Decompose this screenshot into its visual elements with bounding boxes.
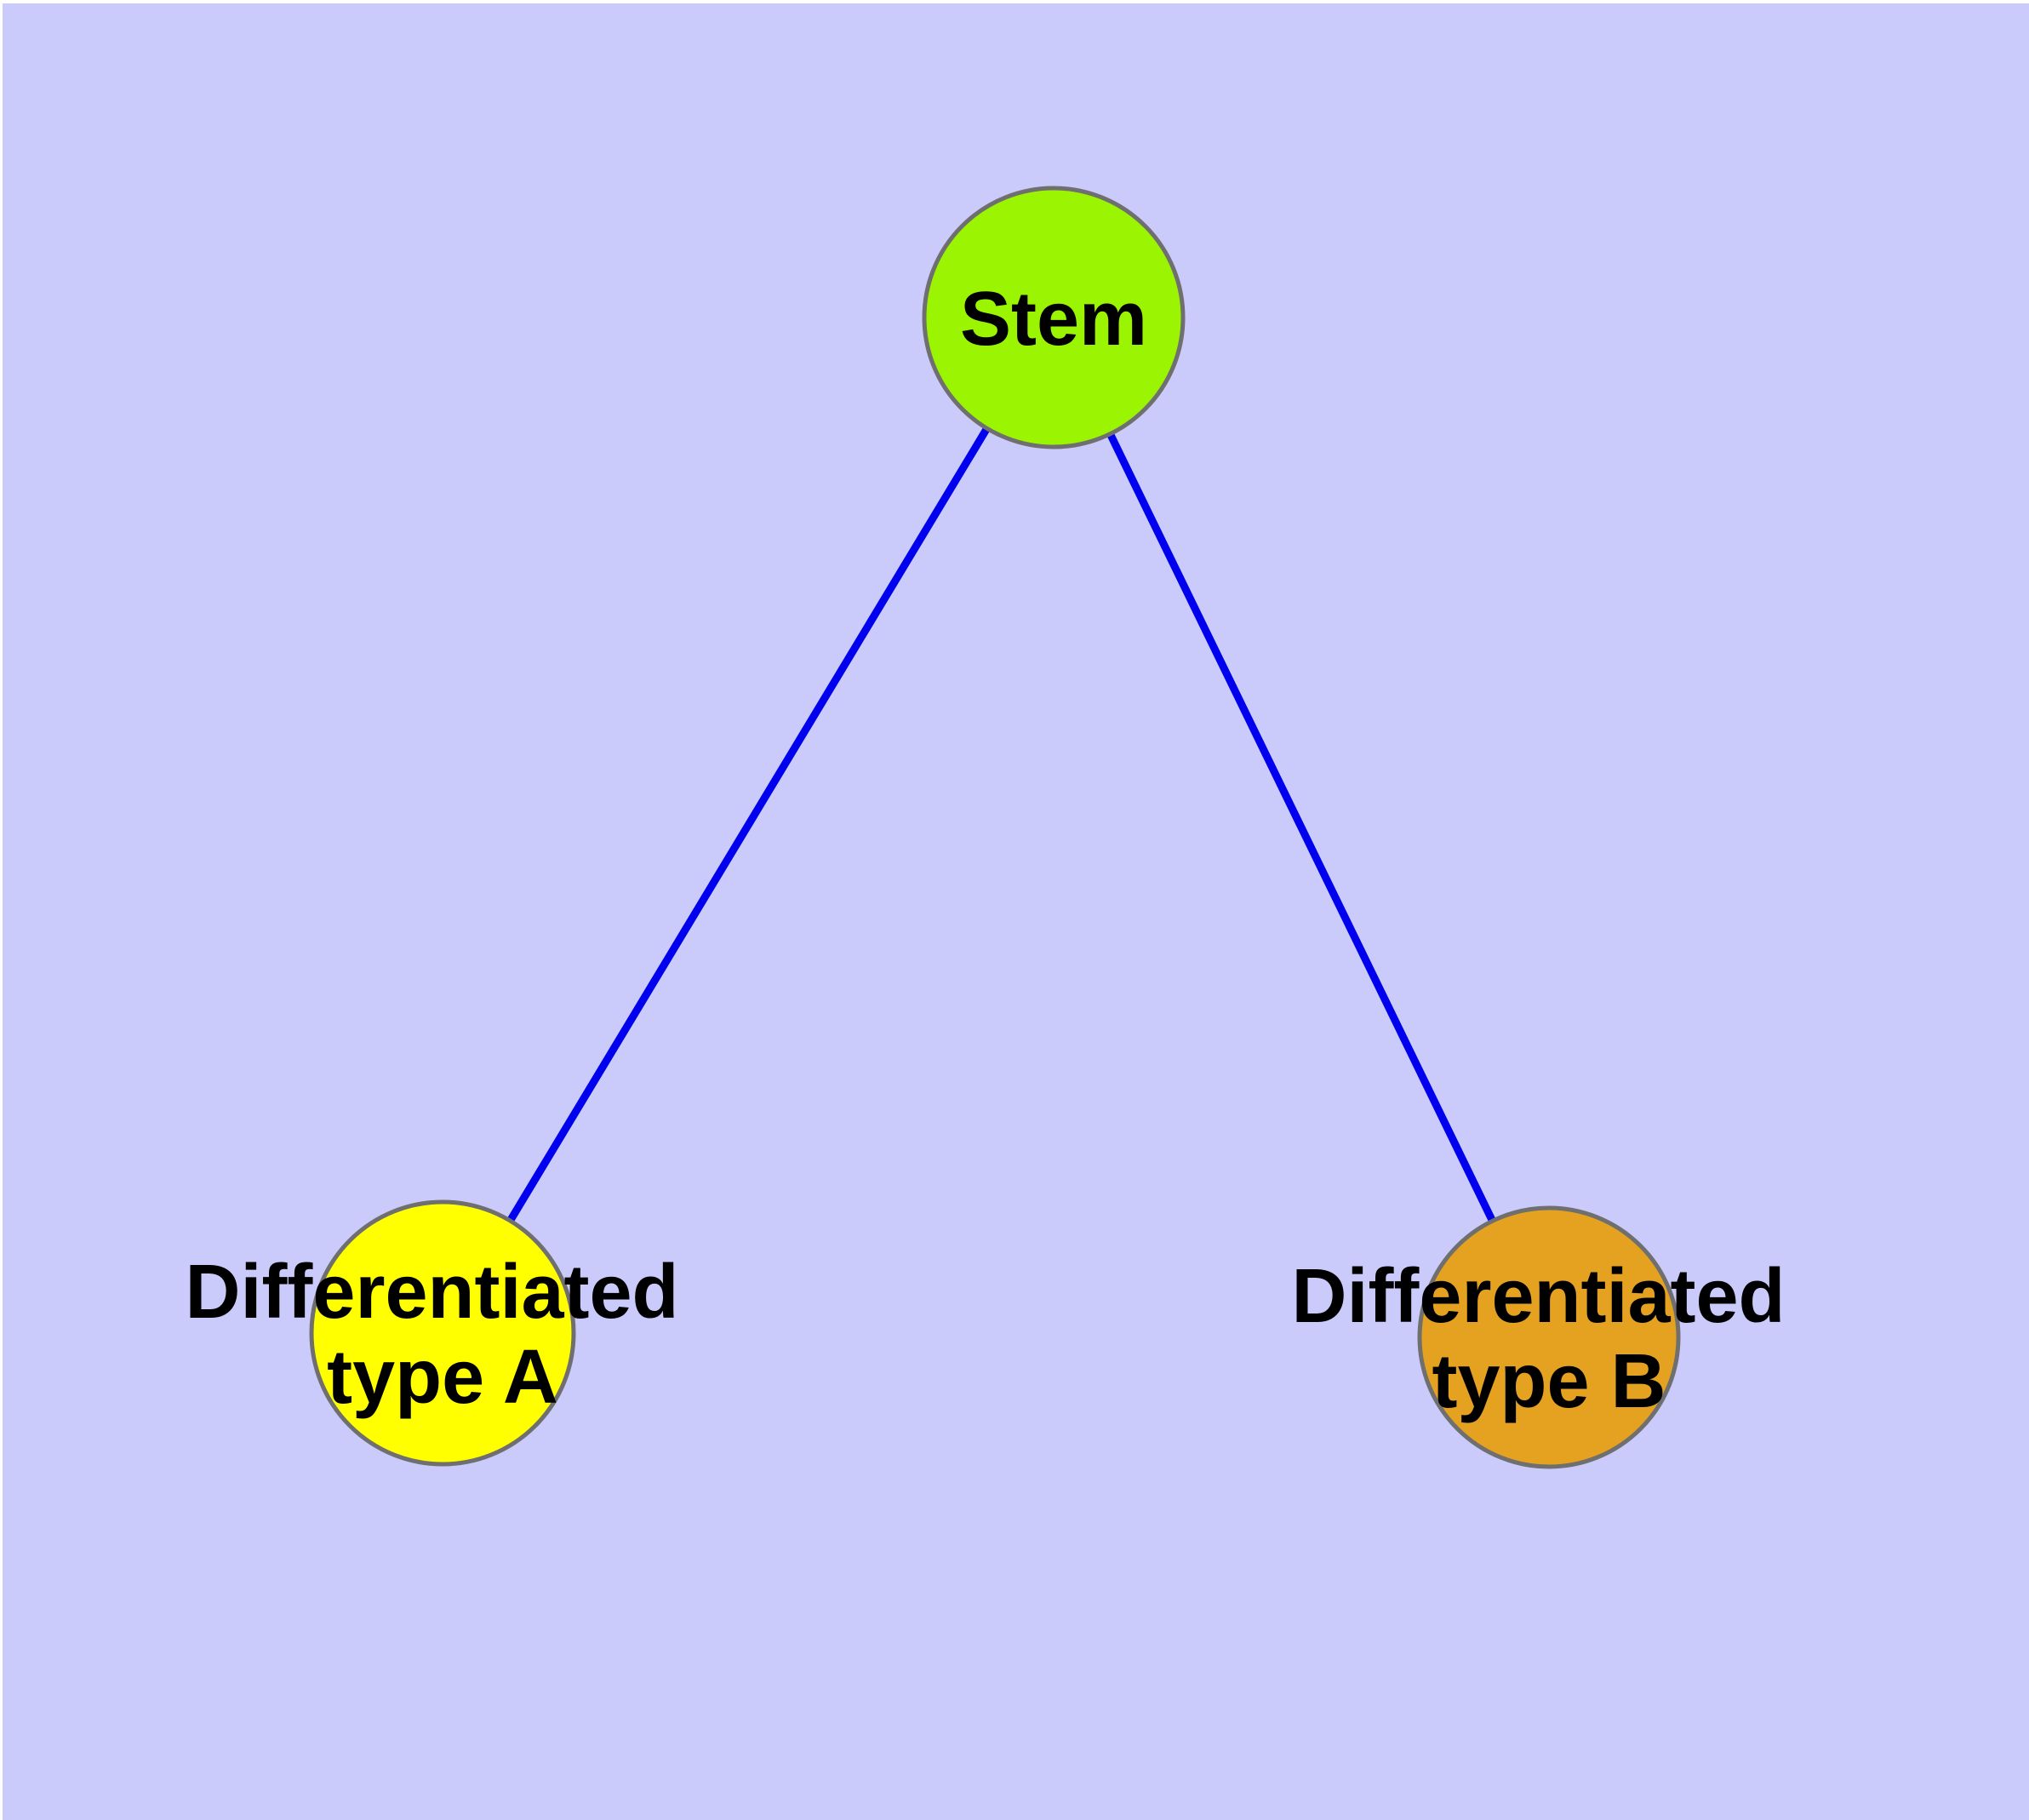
node-stem-label-line: Stem bbox=[960, 277, 1147, 362]
node-differentiated-type-b-label-line2: type B bbox=[1432, 1339, 1666, 1424]
node-stem: Stem bbox=[922, 186, 1186, 449]
node-differentiated-type-a-circle bbox=[309, 1199, 576, 1467]
edge-stem-to-type-a bbox=[439, 315, 1057, 1336]
node-differentiated-type-b: Differentiated type B bbox=[1291, 1205, 1806, 1469]
node-differentiated-type-a: Differentiated type A bbox=[185, 1199, 700, 1467]
node-differentiated-type-b-label: Differentiated type B bbox=[1291, 1254, 1806, 1424]
edge-stem-to-type-b bbox=[1049, 316, 1553, 1339]
node-differentiated-type-b-circle bbox=[1417, 1205, 1681, 1469]
node-differentiated-type-a-label: Differentiated type A bbox=[185, 1250, 700, 1420]
node-stem-circle bbox=[922, 186, 1186, 449]
node-differentiated-type-b-label-line1: Differentiated bbox=[1291, 1254, 1785, 1339]
node-stem-label: Stem bbox=[960, 277, 1147, 362]
node-differentiated-type-a-label-line2: type A bbox=[327, 1335, 558, 1420]
node-differentiated-type-a-label-line1: Differentiated bbox=[185, 1250, 678, 1335]
